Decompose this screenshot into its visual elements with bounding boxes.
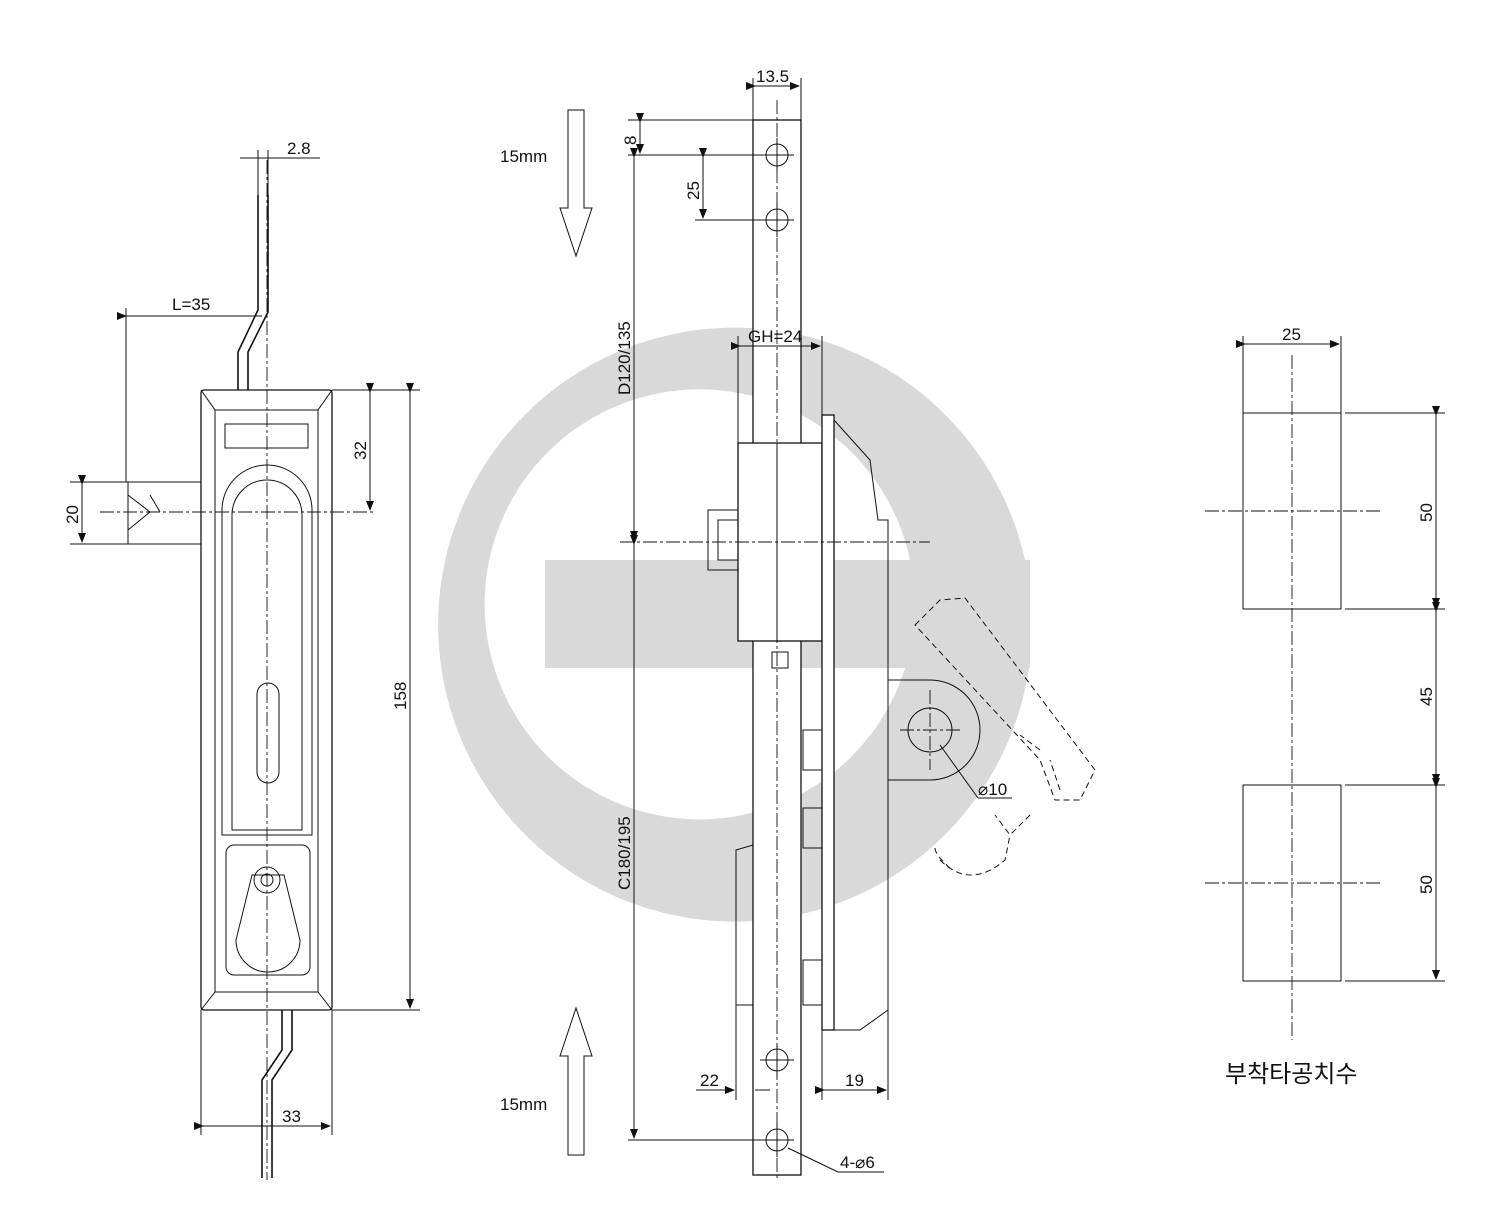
dim-pin-diameter: ⌀10 xyxy=(978,780,1007,799)
front-dimensions: 2.8 L=35 32 20 158 33 xyxy=(63,139,420,1135)
dim-rod-length-lower: C180/195 xyxy=(615,816,634,890)
dim-cutout-width: 25 xyxy=(1282,325,1301,344)
dim-left-depth: 22 xyxy=(700,1071,719,1090)
travel-arrow-down xyxy=(559,109,593,258)
dim-grip-height: GH=24 xyxy=(748,327,802,346)
travel-arrow-up xyxy=(559,1006,593,1156)
dim-rod-width: 13.5 xyxy=(756,67,789,86)
dim-rod-thickness: 2.8 xyxy=(287,139,311,158)
side-view xyxy=(559,100,1096,1180)
cutout-caption: 부착타공치수 xyxy=(1225,1061,1357,1088)
dim-top-hole-offset: 8 xyxy=(621,136,640,145)
travel-top-label: 15mm xyxy=(500,147,547,166)
dim-right-depth: 19 xyxy=(845,1071,864,1090)
dim-handle-width: 20 xyxy=(63,505,82,524)
side-dimensions: 13.5 8 25 15mm 15mm D120/135 C180/195 GH… xyxy=(500,67,1012,1173)
dim-cutout-upper-height: 50 xyxy=(1417,503,1436,522)
dim-overall-height: 158 xyxy=(391,682,410,710)
dim-lever-length: L=35 xyxy=(172,295,210,314)
dim-mount-holes: 4-⌀6 xyxy=(840,1153,875,1172)
cutout-view: 25 50 45 50 부착타공치수 xyxy=(1205,325,1445,1088)
dim-handle-offset: 32 xyxy=(351,441,370,460)
travel-bottom-label: 15mm xyxy=(500,1095,547,1114)
watermark-logo xyxy=(438,327,1030,922)
dim-rod-length-upper: D120/135 xyxy=(615,321,634,395)
dim-hole-pitch: 25 xyxy=(684,181,703,200)
dim-cutout-gap: 45 xyxy=(1417,687,1436,706)
dim-cutout-lower-height: 50 xyxy=(1417,875,1436,894)
front-view xyxy=(100,160,375,1180)
dim-overall-width: 33 xyxy=(282,1107,301,1126)
